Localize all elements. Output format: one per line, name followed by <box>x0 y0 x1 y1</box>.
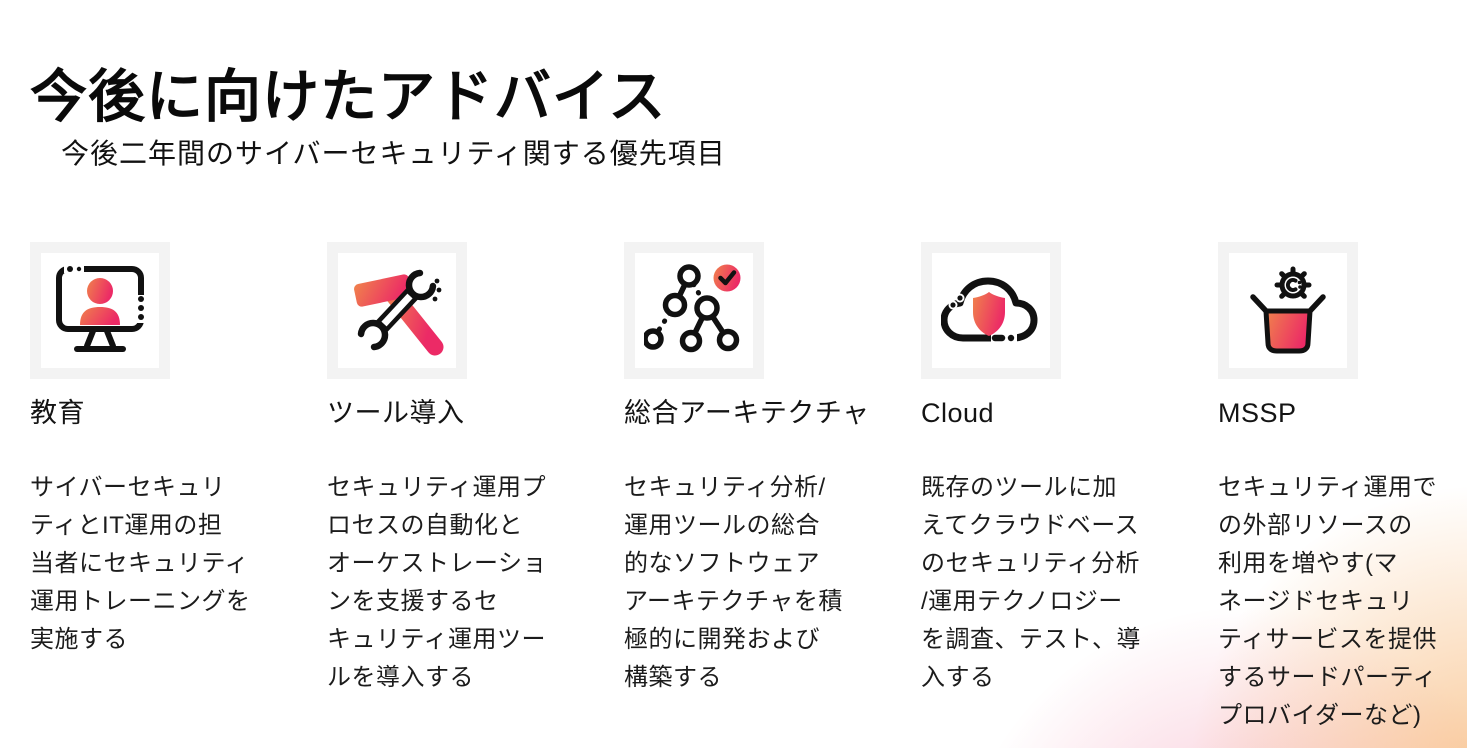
card-title: 教育 <box>30 398 85 428</box>
card-architecture: 総合アーキテクチャ セキュリティ分析/ 運用ツールの総合 的なソフトウェア アー… <box>624 242 886 735</box>
icon-tile <box>1218 242 1358 379</box>
card-education: 教育 サイバーセキュリ ティとIT運用の担 当者にセキュリティ 運用トレーニング… <box>30 242 292 735</box>
card-title: MSSP <box>1218 398 1297 428</box>
card-title: 総合アーキテクチャ <box>624 398 870 428</box>
icon-tile <box>30 242 170 379</box>
education-monitor-person-icon <box>56 263 145 352</box>
card-body: サイバーセキュリ ティとIT運用の担 当者にセキュリティ 運用トレーニングを 実… <box>30 474 251 653</box>
card-title: Cloud <box>921 398 995 428</box>
icon-tile <box>921 242 1061 379</box>
card-tools: ツール導入 セキュリティ運用プ ロセスの自動化と オーケストレーショ ンを支援す… <box>327 242 589 735</box>
card-body: セキュリティ分析/ 運用ツールの総合 的なソフトウェア アーキテクチャを積 極的… <box>624 474 843 691</box>
icon-tile <box>327 242 467 379</box>
icon-tile <box>624 242 764 379</box>
card-body: セキュリティ運用プ ロセスの自動化と オーケストレーショ ンを支援するセ キュリ… <box>327 474 548 691</box>
card-cloud: Cloud 既存のツールに加 えてクラウドベース のセキュリティ分析 /運用テク… <box>921 242 1183 735</box>
cloud-shield-icon <box>941 277 1038 343</box>
card-body: 既存のツールに加 えてクラウドベース のセキュリティ分析 /運用テクノロジー を… <box>921 474 1142 691</box>
card-body: セキュリティ運用で の外部リソースの 利用を増やす(マ ネージドセキュリ ティサ… <box>1218 474 1438 729</box>
hammer-wrench-tools-icon <box>354 269 444 355</box>
page-subtitle: 今後二年間のサイバーセキュリティ関する優先項目 <box>61 138 726 169</box>
card-row: 教育 サイバーセキュリ ティとIT運用の担 当者にセキュリティ 運用トレーニング… <box>30 242 1467 735</box>
card-mssp: MSSP セキュリティ運用で の外部リソースの 利用を増やす(マ ネージドセキュ… <box>1218 242 1467 735</box>
network-tree-check-icon <box>644 263 741 352</box>
page-title: 今後に向けたアドバイス <box>30 65 667 130</box>
card-title: ツール導入 <box>327 398 465 428</box>
open-box-gear-icon <box>1250 266 1326 353</box>
